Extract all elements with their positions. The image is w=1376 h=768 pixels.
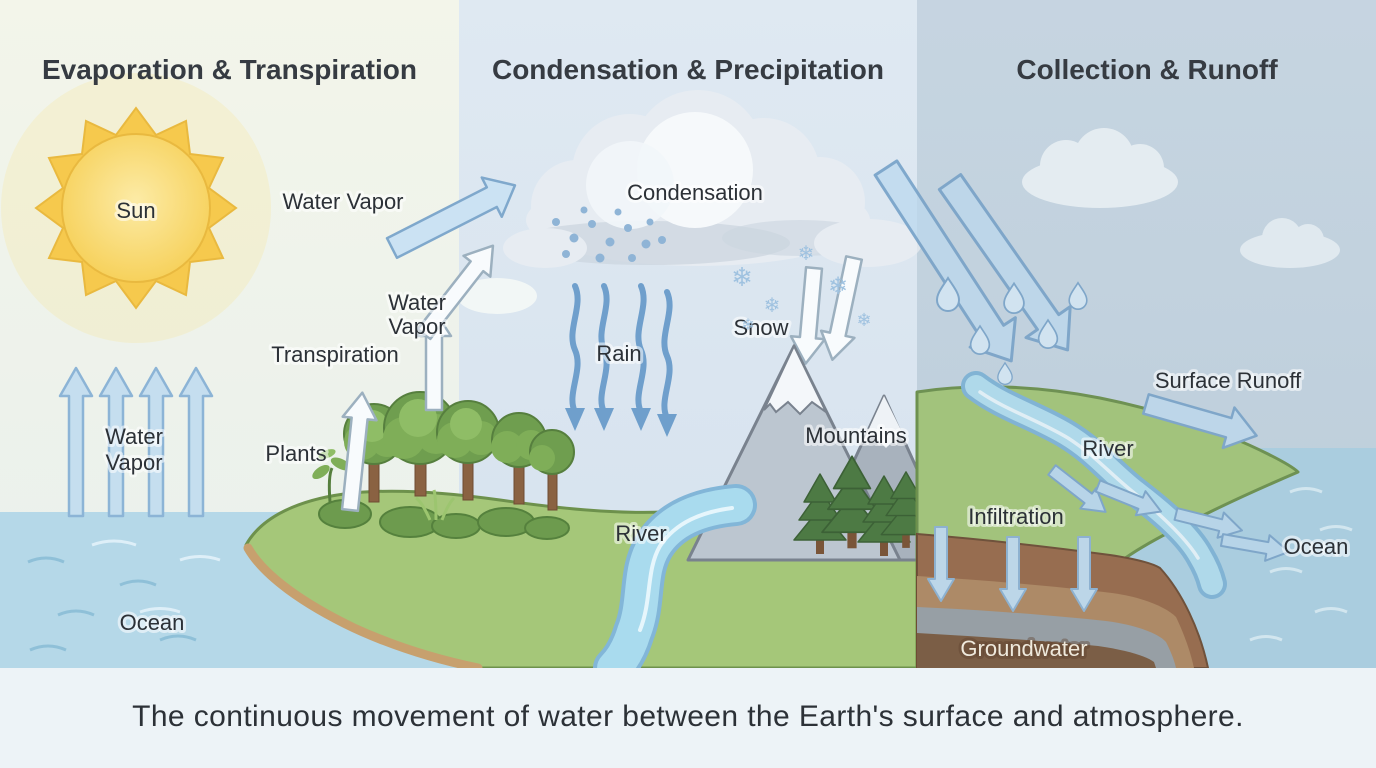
ocean-right-label: Ocean — [1284, 534, 1349, 559]
plants-label: Plants — [265, 441, 326, 466]
precipitation-arrows — [873, 159, 1072, 363]
infiltration-arrow — [1070, 536, 1098, 612]
river-flow-arrow — [1173, 507, 1243, 539]
transpiration-label: Transpiration — [271, 342, 399, 367]
river-flow-arrow — [1094, 479, 1163, 517]
wave-lines — [1249, 487, 1353, 642]
surface-runoff-arrow — [1141, 393, 1258, 450]
snowflake-icon: ❄ — [741, 317, 754, 334]
snow-arrow — [819, 255, 864, 361]
condensation-droplets — [552, 206, 666, 263]
diagram-caption: The continuous movement of water between… — [132, 700, 1244, 733]
infiltration-arrow — [999, 536, 1027, 612]
raindrop-icon — [1037, 318, 1059, 349]
water-vapor-arrow — [385, 176, 517, 260]
raindrops — [935, 276, 1088, 385]
snowflake-icon: ❄ — [856, 310, 871, 330]
infiltration-label: Infiltration — [968, 504, 1063, 529]
rain-label: Rain — [596, 341, 641, 366]
river-right-label: River — [1082, 436, 1133, 461]
river-middle-shape — [593, 484, 757, 689]
cloud-right-1 — [1022, 128, 1178, 208]
river-flow-arrows — [1047, 464, 1290, 562]
cloud-right-2 — [1240, 218, 1340, 268]
right-panel-tint — [917, 0, 1376, 668]
grass-tuft — [415, 489, 456, 521]
ocean-left-label: Ocean — [120, 610, 185, 635]
river-right-shape — [961, 371, 1227, 599]
rain-arrow — [657, 289, 677, 437]
tree — [436, 400, 500, 501]
infiltration-arrow — [927, 526, 955, 602]
condensation-label: Condensation — [627, 180, 763, 205]
cloud-left-small — [457, 278, 537, 314]
evaporation-arrow — [138, 366, 174, 518]
snow-arrow — [789, 266, 827, 365]
rain-arrow — [594, 283, 614, 431]
river-flow-arrow — [1047, 464, 1107, 513]
section-title-condensation: Condensation & Precipitation — [492, 54, 884, 85]
bushes — [318, 499, 570, 540]
soil-cross-section — [916, 532, 1210, 669]
precipitation-arrow — [873, 159, 1017, 363]
raindrop-icon — [1003, 281, 1025, 314]
snowflake-icon: ❄ — [828, 273, 848, 300]
water-vapor-ocean-label-line2: Vapor — [105, 450, 162, 475]
rain-arrows — [565, 283, 677, 437]
conifer — [821, 455, 883, 549]
snowflake-icon: ❄ — [764, 295, 781, 317]
soil-layer-groundwater-zone — [917, 633, 1156, 668]
sun-body — [61, 133, 211, 283]
raindrop-icon — [969, 324, 991, 355]
raindrop-icon — [1068, 281, 1088, 310]
raindrop-icon — [997, 361, 1013, 385]
water-vapor-trees-label-line2: Vapor — [388, 314, 445, 339]
water-vapor-ocean-label-line1: Water — [105, 424, 163, 449]
section-title-evaporation: Evaporation & Transpiration — [42, 54, 417, 85]
sun — [1, 73, 271, 343]
evaporation-arrow — [98, 366, 134, 518]
water-vapor-trees-label-line1: Water — [388, 290, 446, 315]
snowflake-icon: ❄ — [731, 262, 753, 292]
snowflake-icon: ❄ — [798, 243, 815, 265]
wave-lines — [27, 556, 197, 652]
evaporation-arrow — [178, 366, 214, 518]
evaporation-arrows — [58, 366, 214, 518]
tree — [529, 429, 575, 511]
evaporation-arrow — [58, 366, 94, 518]
groundwater-label: Groundwater — [960, 636, 1087, 661]
surface-runoff-label: Surface Runoff — [1155, 368, 1302, 393]
wave-highlights — [91, 539, 221, 614]
rain-arrow — [565, 283, 585, 431]
transpiration-arrow — [416, 244, 495, 341]
shoreline — [243, 543, 483, 673]
rain-arrow — [631, 283, 651, 431]
water-vapor-label: Water Vapor — [282, 189, 403, 214]
snow-label: Snow — [733, 315, 788, 340]
mountains-label: Mountains — [805, 423, 907, 448]
raindrop-icon — [935, 276, 961, 312]
transpiration-arrows — [340, 244, 495, 513]
transpiration-arrow — [340, 391, 378, 513]
river-flow-arrow — [1219, 533, 1290, 562]
caption-band — [0, 668, 1376, 768]
river-middle-label: River — [615, 521, 666, 546]
section-title-collection: Collection & Runoff — [1016, 54, 1278, 85]
snow-arrows — [789, 255, 864, 365]
infiltration-arrows — [927, 526, 1098, 612]
sun-label: Sun — [116, 198, 155, 223]
